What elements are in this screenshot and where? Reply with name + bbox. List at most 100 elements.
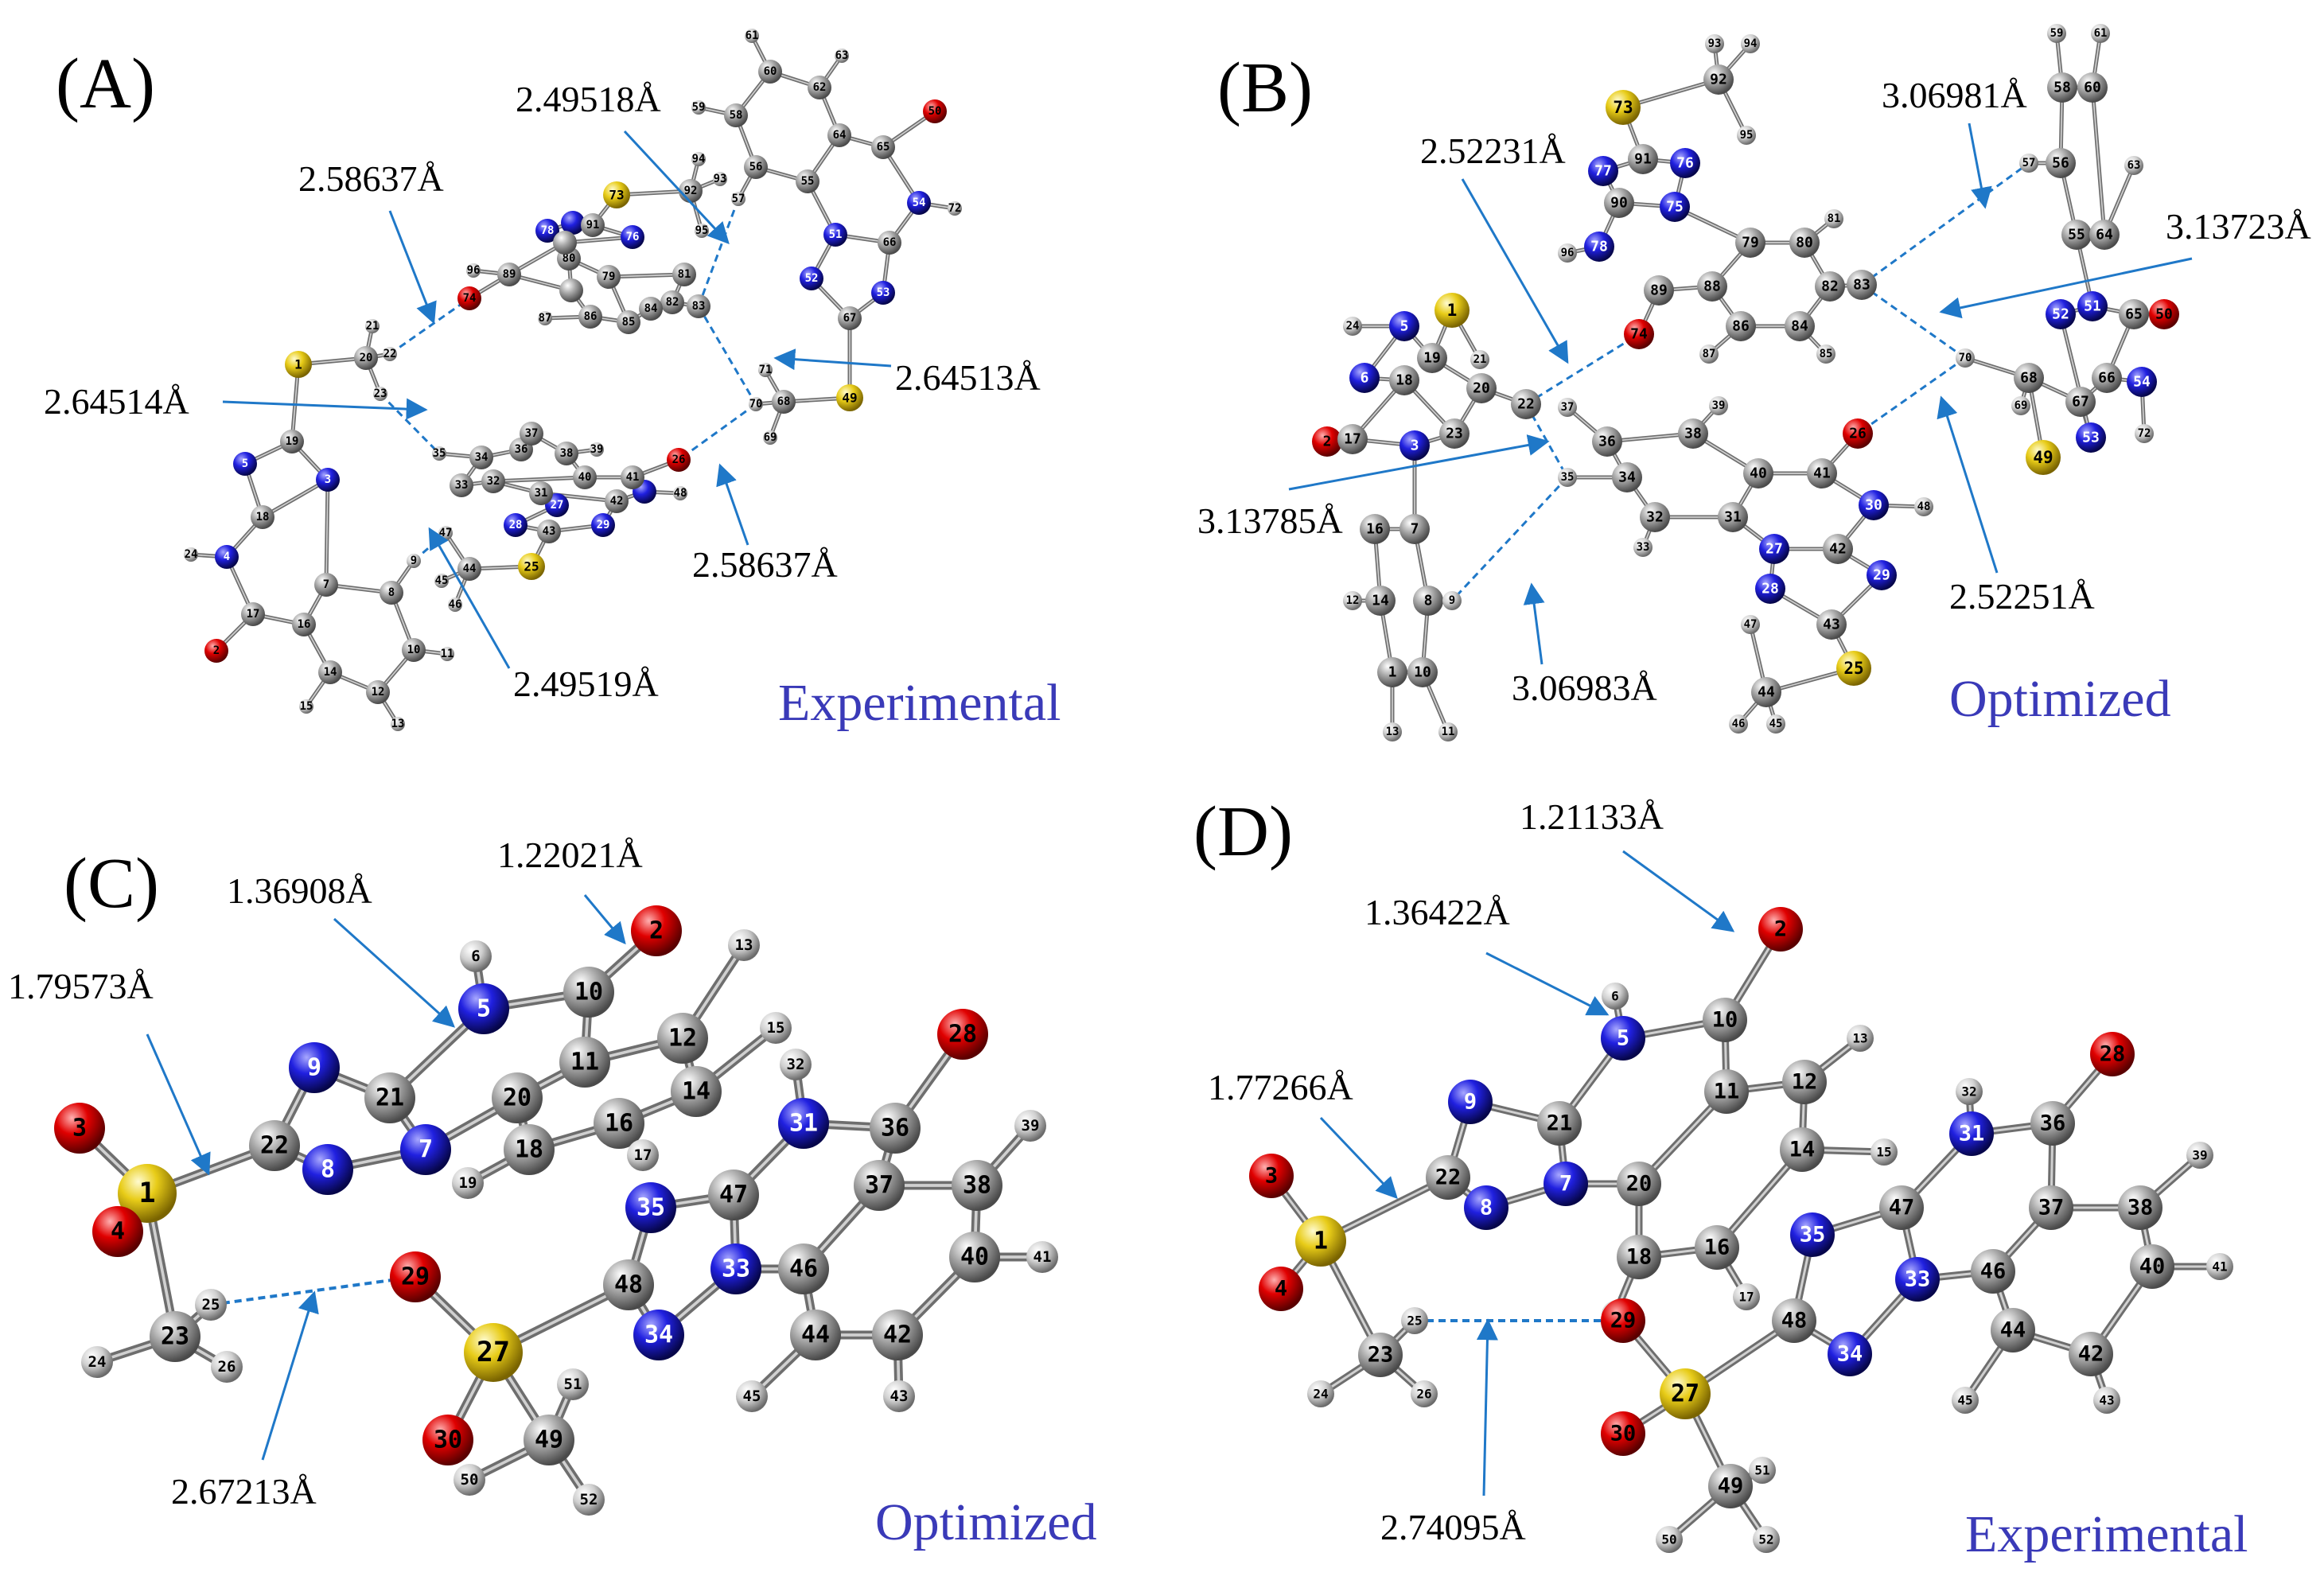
atom-sphere (667, 448, 691, 472)
atom-sphere (907, 191, 931, 215)
atom-number-label: 65 (2125, 306, 2143, 323)
sulfur-atom: 1 (118, 1164, 177, 1223)
carbon-atom: 42 (1823, 534, 1853, 564)
oxygen-atom: 50 (2149, 299, 2179, 329)
atom-sphere (2046, 299, 2076, 329)
panel-label: (C) (64, 844, 159, 923)
sulfur-atom: 1 (1434, 293, 1470, 328)
atom-number-label: 6 (1361, 370, 1369, 387)
atom-sphere (878, 231, 901, 255)
atom-number-label: 32 (1646, 509, 1664, 526)
distance-arrow (1476, 1318, 1498, 1496)
hydrogen-atom: 39 (590, 442, 604, 457)
atom-number-label: 10 (1712, 1008, 1738, 1033)
hydrogen-atom: 19 (452, 1167, 484, 1199)
atom-number-label: 24 (1313, 1387, 1328, 1402)
atom-sphere (184, 547, 198, 562)
atom-number-label: 7 (1559, 1172, 1572, 1197)
atom-number-label: 53 (2082, 430, 2100, 446)
interaction-dashed-line (379, 392, 441, 455)
atom-sphere (481, 469, 505, 493)
nitrogen-atom: 53 (2076, 422, 2106, 453)
atom-sphere (402, 638, 426, 662)
carbon-atom: 16 (292, 613, 316, 636)
oxygen-atom: 3 (1249, 1154, 1294, 1198)
atom-sphere (407, 554, 421, 568)
hydrogen-atom: 39 (2186, 1142, 2213, 1169)
carbon-atom: 43 (1816, 609, 1847, 640)
nitrogen-atom: 33 (710, 1243, 761, 1294)
carbon-atom: 48 (1772, 1298, 1816, 1343)
atom-number-label: 18 (1626, 1245, 1652, 1270)
atom-number-label: 6 (471, 948, 480, 965)
atom-sphere (1399, 430, 1430, 461)
atom-sphere (2130, 1244, 2174, 1289)
distance-arrow (333, 917, 456, 1028)
carbon-atom: 36 (1592, 426, 1622, 457)
atom-sphere (1737, 126, 1756, 145)
hydrogen-atom: 59 (691, 100, 706, 115)
interaction-dashed-line (1857, 356, 1966, 435)
atom-number-label: 41 (2212, 1259, 2227, 1275)
atom-sphere (1678, 418, 1708, 449)
carbon-atom: 10 (402, 638, 426, 662)
atom-number-label: 16 (298, 618, 311, 631)
distance-label: 3.06981Å (1882, 75, 2027, 115)
atom-sphere (1753, 1526, 1780, 1553)
hydrogen-atom: 61 (2091, 24, 2110, 43)
carbon-atom: 46 (1971, 1249, 2015, 1294)
atom-number-label: 61 (2094, 27, 2108, 40)
atom-number-label: 3 (325, 473, 331, 486)
atom-number-label: 92 (1710, 72, 1727, 88)
atom-sphere (215, 545, 239, 569)
carbon-atom: 20 (354, 346, 378, 370)
atom-number-label: 2 (1774, 917, 1787, 942)
atom-sphere (1759, 534, 1789, 564)
atom-number-label: 18 (1396, 372, 1413, 389)
atom-number-label: 20 (1626, 1172, 1652, 1197)
atom-number-label: 75 (1666, 199, 1684, 216)
carbon-atom: 67 (2065, 387, 2096, 417)
atom-sphere (1895, 1257, 1940, 1302)
nitrogen-atom: 3 (1399, 430, 1430, 461)
hydrogen-atom: 45 (1766, 714, 1785, 734)
atom-sphere (195, 1289, 227, 1321)
hydrogen-atom: 24 (1307, 1380, 1334, 1407)
atom-sphere (590, 442, 604, 457)
atom-number-label: 48 (1917, 500, 1931, 513)
atom-number-label: 51 (1754, 1463, 1769, 1478)
atom-number-label: 48 (674, 487, 687, 500)
text-layer: (A)Experimental2.49518Å2.58637Å2.64514Å2… (8, 45, 2311, 1563)
atom-number-label: 31 (1959, 1122, 1985, 1146)
atom-sphere (871, 135, 895, 159)
atom-number-label: 63 (2127, 159, 2141, 172)
atom-number-label: 64 (833, 129, 847, 142)
atom-number-label: 23 (1368, 1343, 1394, 1368)
atom-number-label: 32 (487, 475, 500, 488)
atom-number-label: 96 (1561, 247, 1575, 259)
atom-sphere (597, 265, 621, 289)
atom-number-label: 47 (439, 527, 453, 539)
atom-sphere (1360, 514, 1390, 544)
atom-number-label: 89 (503, 268, 516, 281)
hydrogen-atom: 17 (1733, 1283, 1760, 1310)
atom-sphere (390, 1251, 441, 1302)
atom-number-label: 66 (883, 236, 897, 249)
nitrogen-atom: 35 (625, 1182, 676, 1233)
atom-sphere (464, 1323, 523, 1382)
hydrogen-atom: 51 (1749, 1457, 1776, 1484)
atom-number-label: 52 (2052, 306, 2069, 323)
atom-number-label: 10 (574, 979, 603, 1006)
atom-number-label: 41 (1034, 1248, 1052, 1266)
atom-sphere (1413, 586, 1443, 616)
atom-sphere (1660, 192, 1690, 222)
atom-sphere (233, 452, 257, 476)
hydrogen-atom: 95 (1737, 126, 1756, 145)
panel-caption: Optimized (1949, 670, 2171, 728)
interaction-dashed-line (389, 297, 470, 356)
bond-highlight (2060, 313, 2092, 438)
hydrogen-atom: 46 (448, 597, 462, 612)
atom-sphere (316, 468, 340, 492)
atom-sphere (1743, 458, 1773, 488)
atom-number-label: 7 (323, 578, 329, 591)
